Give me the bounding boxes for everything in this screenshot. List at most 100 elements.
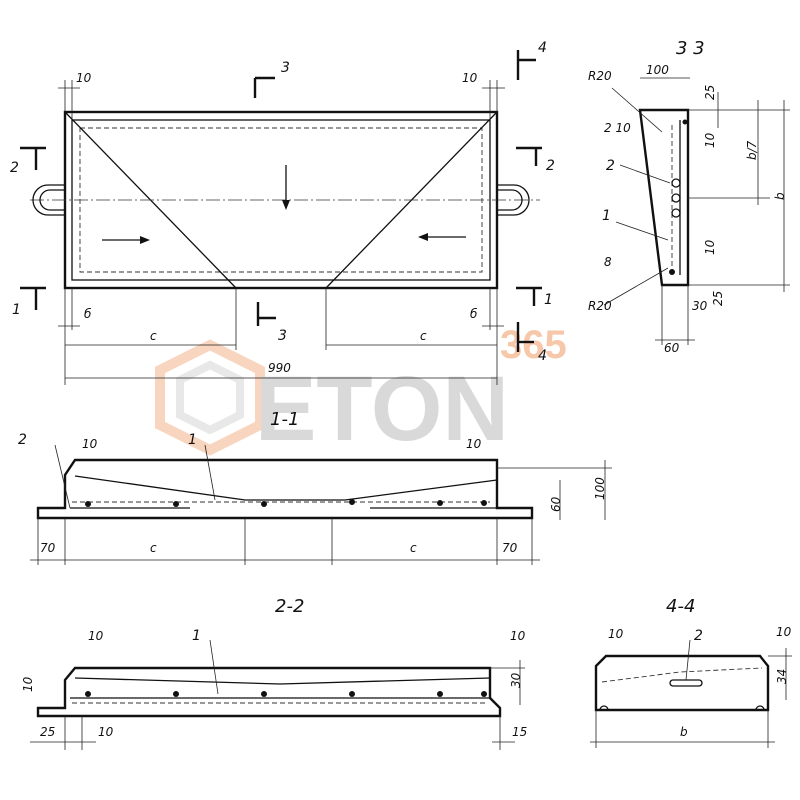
rebar-slot <box>669 679 703 687</box>
cut-label: 1 <box>544 292 553 308</box>
dim-text: 10 <box>82 437 98 451</box>
plan-view: 3 3 4 4 2 2 1 1 <box>10 40 555 385</box>
loop-left-inner <box>39 189 65 211</box>
dim-text: 10 <box>703 132 717 148</box>
leader-line <box>204 444 216 501</box>
section-4-4: 4-4 2 10 10 34 b <box>590 596 792 748</box>
leader-line <box>54 444 71 509</box>
section-3-3-profile <box>638 108 690 287</box>
dim-text: 30 <box>692 299 708 313</box>
dim-text: 100 <box>593 477 607 500</box>
watermark-logo-icon <box>155 339 265 456</box>
plan-dimensions: 10 10 б б c c 990 <box>58 71 505 385</box>
cut-label: 2 <box>10 160 19 176</box>
cut-label: 1 <box>12 302 21 318</box>
cut-marker-3-top: 3 <box>253 60 290 98</box>
dim-text: 2 10 <box>604 121 631 135</box>
rebar-circle <box>671 193 681 203</box>
cut-label: 4 <box>538 40 547 56</box>
dim-text: 100 <box>646 63 669 77</box>
dim-text: 60 <box>549 496 563 512</box>
dim-text: 8 <box>604 255 612 269</box>
cut-label: 4 <box>538 348 547 364</box>
dim-text: 15 <box>512 725 527 739</box>
dim-text: 10 <box>88 629 104 643</box>
watermark-number: 365 <box>500 323 567 367</box>
cut-marker-2-right: 2 <box>516 146 555 174</box>
cut-label: 3 <box>281 60 290 76</box>
dim-text: б <box>84 307 92 321</box>
cut-marker-1-left: 1 <box>12 286 46 318</box>
section-1-1-slope <box>74 475 498 501</box>
dim-text: 990 <box>268 361 291 375</box>
callout-label: 1 <box>188 432 197 448</box>
dim-text: 25 <box>711 291 725 306</box>
section-title: 3 3 <box>676 38 705 59</box>
cut-label: 3 <box>278 328 287 344</box>
leader-line <box>209 639 219 695</box>
section-2-2-profile <box>36 666 502 718</box>
dim-text: 10 <box>776 625 792 639</box>
rebar-circle <box>671 208 681 218</box>
dim-text: c <box>420 329 427 343</box>
dim-text: б <box>470 307 478 321</box>
flow-arrow-down-icon <box>282 165 290 210</box>
section-title: 1-1 <box>270 409 299 430</box>
leader-line <box>685 639 691 681</box>
watermark: 365 ETON <box>155 323 567 460</box>
section-1-1-profile <box>36 458 534 520</box>
cut-marker-4-top: 4 <box>516 40 547 80</box>
section-title: 4-4 <box>666 596 695 617</box>
callout-label: 2 <box>606 158 615 174</box>
loop-left-icon <box>32 184 65 216</box>
chamfer-marks <box>599 705 765 711</box>
section-3-3: 3 3 R20 R20 2 1 2 10 8 100 b b/7 25 10 1… <box>588 38 790 355</box>
dim-text: 70 <box>502 541 518 555</box>
dim-text: c <box>150 329 157 343</box>
flow-arrow-right-icon <box>418 233 466 241</box>
rebar-dots <box>85 691 487 697</box>
dim-text: b <box>680 725 688 739</box>
cut-marker-3-bottom: 3 <box>256 302 287 344</box>
cut-marker-2-left: 2 <box>10 146 46 176</box>
callout-label: 1 <box>602 208 611 224</box>
loop-right-inner <box>497 189 523 211</box>
cut-marker-4-bottom: 4 <box>516 322 547 364</box>
rebar-dot <box>682 119 688 125</box>
dim-text: 10 <box>98 725 114 739</box>
dim-text: 25 <box>40 725 55 739</box>
callout-label: 2 <box>694 628 703 644</box>
dim-text: c <box>410 541 417 555</box>
dim-text: 60 <box>664 341 680 355</box>
watermark-brand: ETON <box>255 358 509 460</box>
dim-text: 30 <box>509 672 523 688</box>
leader-line <box>619 164 671 184</box>
flow-arrow-left-icon <box>102 236 150 244</box>
callout-label: 1 <box>192 628 201 644</box>
dim-text: 10 <box>608 627 624 641</box>
loop-right-icon <box>497 184 530 216</box>
dim-text: 25 <box>703 85 717 100</box>
leader-line <box>611 87 663 133</box>
section-title: 2-2 <box>275 596 304 617</box>
section-4-4-profile <box>594 654 770 712</box>
dim-text: 34 <box>775 669 789 684</box>
dim-text: 10 <box>510 629 526 643</box>
dim-text: 10 <box>466 437 482 451</box>
rebar-dot <box>669 269 675 275</box>
section-1-1: 1-1 2 1 10 10 100 60 70 c c 70 <box>18 409 612 565</box>
dim-text: R20 <box>588 69 612 83</box>
dim-text: 10 <box>462 71 478 85</box>
section-2-2: 2-2 1 10 10 30 10 25 10 15 <box>21 596 527 750</box>
dim-text: R20 <box>588 299 612 313</box>
rebar-dots <box>85 499 487 507</box>
dim-text: 10 <box>21 676 35 692</box>
dim-text: c <box>150 541 157 555</box>
rebar-circle <box>671 178 681 188</box>
dim-text: 70 <box>40 541 56 555</box>
cut-label: 2 <box>546 158 555 174</box>
leader-line <box>603 267 669 306</box>
dim-text: 10 <box>76 71 92 85</box>
section-2-2-slope <box>74 677 491 685</box>
